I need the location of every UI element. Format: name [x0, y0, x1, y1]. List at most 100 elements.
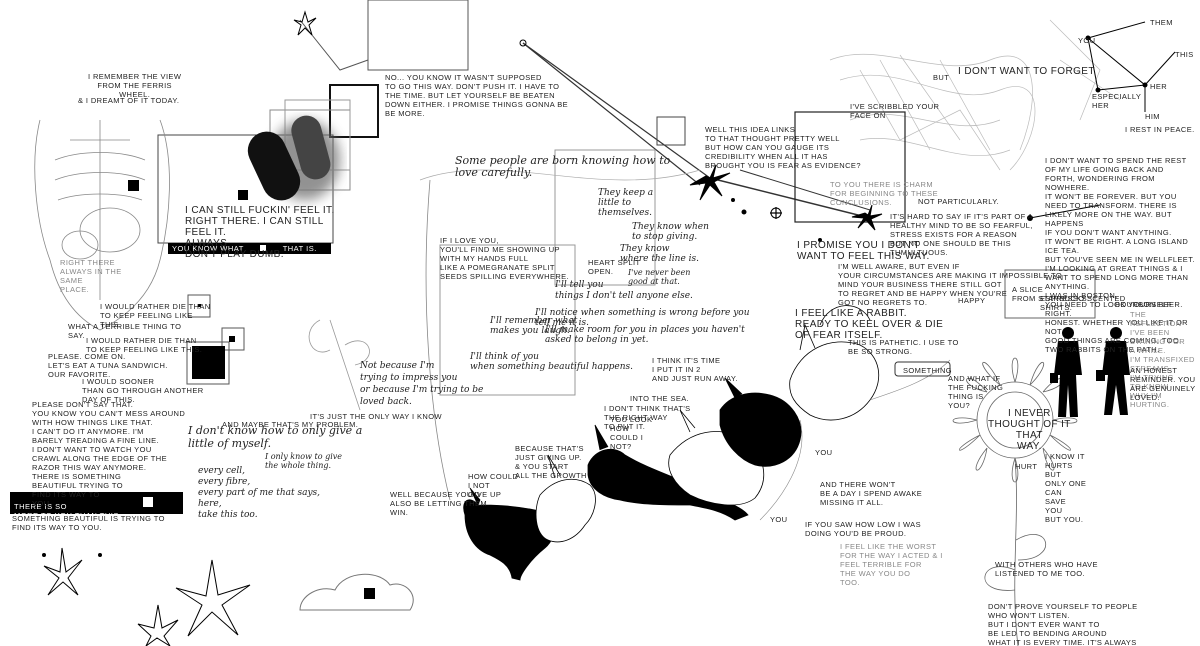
note-terrible: What a terrible thing to say.	[68, 322, 182, 340]
note-feel-worst: I feel like the worst for the way I acte…	[840, 542, 943, 587]
note-scribbled: I've scribbled your face on	[850, 102, 940, 120]
note-i-know-it: I know it hurts but only one can save yo…	[1045, 452, 1087, 524]
note-i-can-still: I can still fuckin' feel it. Right there…	[185, 205, 335, 260]
white-square	[260, 245, 267, 251]
caption-text: You know what	[172, 244, 244, 253]
black-square	[198, 304, 201, 307]
note-pleasure: To you there is charm for beginning to t…	[830, 180, 938, 207]
note-reflection: The reflection I've been staring for a w…	[1130, 310, 1195, 409]
note-dont-think: I don't think that's the right way to pu…	[604, 404, 691, 431]
note-sooner: I would sooner than go through another d…	[82, 377, 204, 404]
note-no-you-know: No... You know it wasn't supposed to go …	[385, 73, 568, 118]
note-remember-laugh: I'll remember what makes you laugh.	[490, 316, 578, 336]
caption-text: that is.	[282, 244, 317, 253]
rabbit-icon	[463, 305, 879, 581]
note-keep-little: They keep a little to themselves.	[598, 188, 654, 218]
web-label-her: her	[1150, 82, 1168, 91]
note-feel-rabbit: I feel like a rabbit. Ready to keel over…	[795, 308, 944, 341]
plant-icon	[308, 319, 370, 411]
note-something-near: something	[903, 366, 953, 375]
note-notice: I'll notice when something is wrong befo…	[535, 308, 750, 328]
star-icon	[293, 10, 883, 242]
web-label-him: him	[1145, 112, 1160, 121]
note-hurt: hurt	[1015, 462, 1038, 471]
flower-icon	[952, 357, 1078, 646]
note-its-hard: It's hard to say if it's part of a healt…	[890, 212, 1034, 257]
note-never-good: I've never been good at that.	[628, 268, 691, 286]
cloud-icon	[299, 573, 414, 611]
note-if-you-saw: If you saw how low I was doing you'd be …	[805, 520, 921, 538]
note-you-label: you	[815, 448, 833, 457]
note-there-wont: And there won't be a day I spend awake m…	[820, 480, 923, 507]
businessman-icon	[1096, 325, 1136, 425]
note-happy: happy	[958, 296, 986, 305]
web-label-this: this	[1175, 50, 1194, 59]
note-learn-how: I don't know how to only give a little o…	[188, 424, 363, 450]
note-you-look: You look how could I not?	[610, 415, 653, 451]
web-label-them: them	[1150, 18, 1173, 27]
note-dont-want-spend: I don't want to spend the rest of my lif…	[1045, 156, 1195, 354]
black-square	[238, 190, 248, 200]
web-label-especially: especially her	[1092, 92, 1142, 110]
note-particularly: Not particularly.	[918, 197, 1000, 206]
note-right-there: Right there always in the same place.	[60, 258, 122, 294]
note-well-because: Well because you'd also be letting them …	[390, 490, 488, 517]
anatomy-icon	[34, 119, 170, 331]
black-square	[229, 336, 235, 342]
note-make-room: I'll make room for you in places you hav…	[545, 325, 745, 345]
note-think-of-you: I'll think of you when something beautif…	[470, 352, 633, 372]
note-into-sea: Into the sea.	[630, 394, 690, 403]
note-something-beautiful: Something beautiful is trying to find it…	[12, 514, 165, 532]
note-but: but	[933, 73, 950, 82]
note-never-thought: I never thought of it that way.	[988, 408, 1071, 452]
note-dont-want-forget: I don't want to forget	[958, 66, 1095, 77]
note-promise-dont: I promise you I don't want to feel this …	[797, 240, 930, 262]
note-think-time: I think it's time I put it in 2 and just…	[652, 356, 738, 383]
note-dont-prove: Don't prove yourself to people who won't…	[988, 602, 1138, 646]
star-outline-icon	[42, 547, 251, 646]
caption-text: There is so more to you than this	[14, 502, 119, 520]
note-idea-links: Well this idea links to that thought pre…	[705, 125, 861, 170]
note-only-way: It's just the only way I know	[310, 412, 442, 421]
note-what-if: And what if the fucking thing is you?	[948, 374, 1004, 410]
note-if-i-love-you: If I love you, you'll find me showing up…	[440, 236, 570, 281]
white-square	[143, 497, 153, 507]
black-square	[364, 588, 375, 599]
note-honest-reminder: An honest reminder. You are genuinely lo…	[1130, 366, 1196, 402]
note-dreamt: & I dreamt of it today.	[78, 96, 180, 105]
note-stop-giving: They know when to stop giving.	[632, 222, 709, 242]
note-how-could: How could I not give up	[468, 472, 519, 499]
note-please-come-on: Please. Come on. Let's eat a tuna sandwi…	[48, 352, 168, 379]
black-square	[128, 180, 139, 191]
scribble-lines-icon	[829, 19, 1121, 171]
note-rather-die: I would rather die than to keep feeling …	[100, 302, 211, 329]
note-heart-open: heart split open.	[588, 258, 641, 276]
caption-bar: There is so more to you than this	[10, 492, 183, 520]
web-lines	[1029, 21, 1176, 219]
note-some-people: Some people are born knowing how to love…	[455, 154, 671, 179]
note-ill-tell-you: I'll tell you things I don't tell anyone…	[555, 280, 693, 301]
note-bourbon: Bourbon beer.	[1115, 300, 1183, 309]
note-where-line: They know where the line is.	[620, 244, 700, 264]
note-rather-die-2: I would rather die than to keep feeling …	[86, 336, 203, 354]
note-not-because: Not because I'm trying to impress you or…	[360, 361, 484, 407]
businessman-icon	[1048, 325, 1088, 425]
web-label-you: you	[1078, 36, 1096, 45]
note-giving-up: Because that's just giving up. & you sta…	[515, 444, 587, 480]
black-square	[192, 346, 225, 379]
note-with-others: with others who have listened to me too.	[995, 560, 1098, 578]
note-slice: A slice from Starbucks.	[1012, 285, 1090, 303]
note-espresso: Espresso scented shirts.	[1040, 294, 1126, 312]
note-remember-view: I remember the view from the Ferris whee…	[88, 72, 182, 99]
note-rest-peace: I rest in peace.	[1125, 125, 1195, 134]
note-problem: And maybe that's my problem.	[222, 420, 359, 429]
caption-bar: You know what that is.	[168, 243, 331, 254]
note-pathetic: This is pathetic. I use to be so strong.	[848, 338, 959, 356]
note-please-dont-say: Please don't say that. You know you can'…	[32, 400, 186, 508]
note-every-cell: every cell, every fibre, every part of m…	[198, 466, 321, 520]
note-circumstances: I'm well aware, but even if your circums…	[838, 262, 1063, 307]
note-give-whole: I only know to give the whole thing.	[265, 452, 343, 470]
note-you-small: you	[770, 515, 788, 524]
